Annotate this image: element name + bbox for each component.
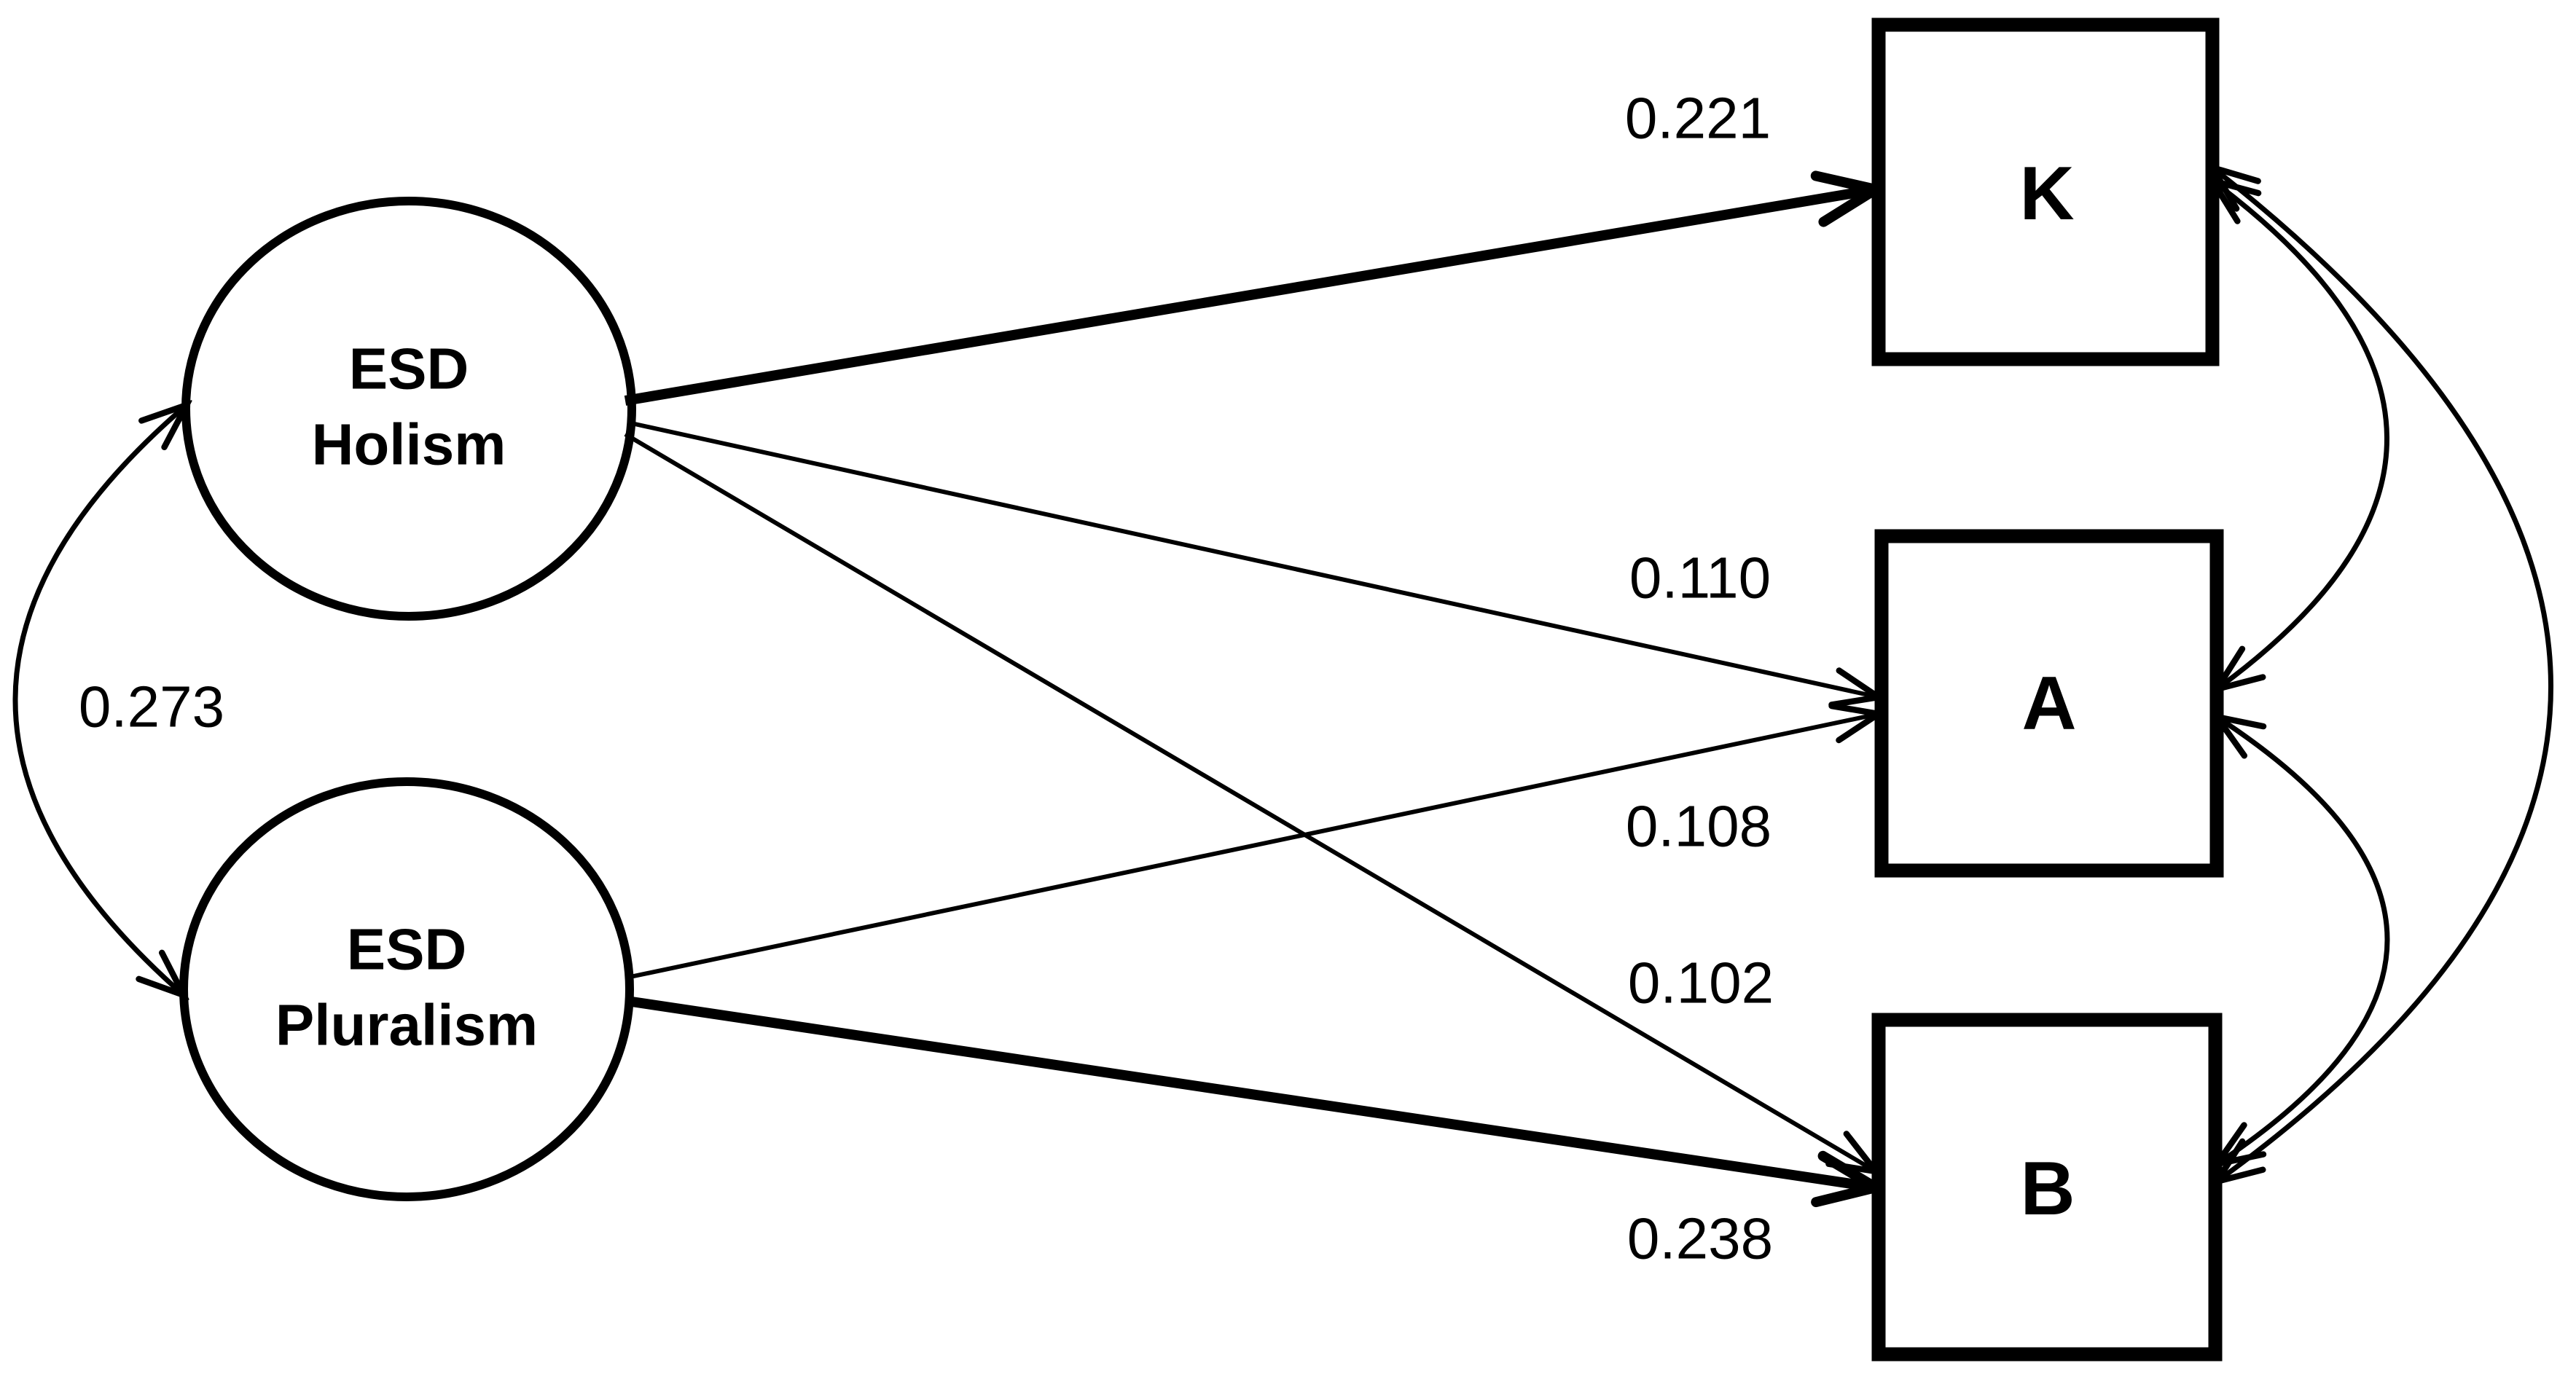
latent-node-esd-pluralism: [179, 777, 634, 1201]
observed-node-b: [1871, 1013, 2223, 1362]
latent-node-esd-holism: [181, 197, 636, 621]
coef-holism-to-k: 0.221: [1625, 86, 1771, 151]
latent-label-pluralism-line2: Pluralism: [275, 993, 538, 1058]
path-holism-to-b: [624, 432, 1876, 1171]
path-holism-to-a: [627, 420, 1879, 697]
covariance-arc-a-b: [2217, 717, 2390, 1164]
latent-label-pluralism-line1: ESD: [347, 917, 467, 982]
covariance-label-holism-pluralism: 0.273: [79, 675, 224, 739]
covariance-arc-k-a: [2212, 181, 2389, 689]
path-holism-to-k: [624, 189, 1876, 406]
observed-node-a: [1874, 529, 2224, 878]
observed-label-b: B: [2020, 1147, 2075, 1231]
latent-label-holism-line1: ESD: [349, 337, 469, 401]
path-pluralism-to-b: [625, 996, 1876, 1187]
observed-label-a: A: [2021, 661, 2076, 746]
covariance-arc-holism-pluralism: [12, 405, 187, 995]
coef-holism-to-b: 0.102: [1628, 951, 1774, 1015]
coef-pluralism-to-b: 0.238: [1627, 1206, 1773, 1271]
coef-holism-to-a: 0.110: [1629, 546, 1771, 610]
covariance-arc-k-b: [2212, 168, 2553, 1182]
coef-pluralism-to-a: 0.108: [1626, 794, 1772, 859]
observed-label-k: K: [2019, 152, 2074, 236]
path-pluralism-to-a: [626, 714, 1879, 980]
latent-label-holism-line2: Holism: [312, 412, 506, 477]
